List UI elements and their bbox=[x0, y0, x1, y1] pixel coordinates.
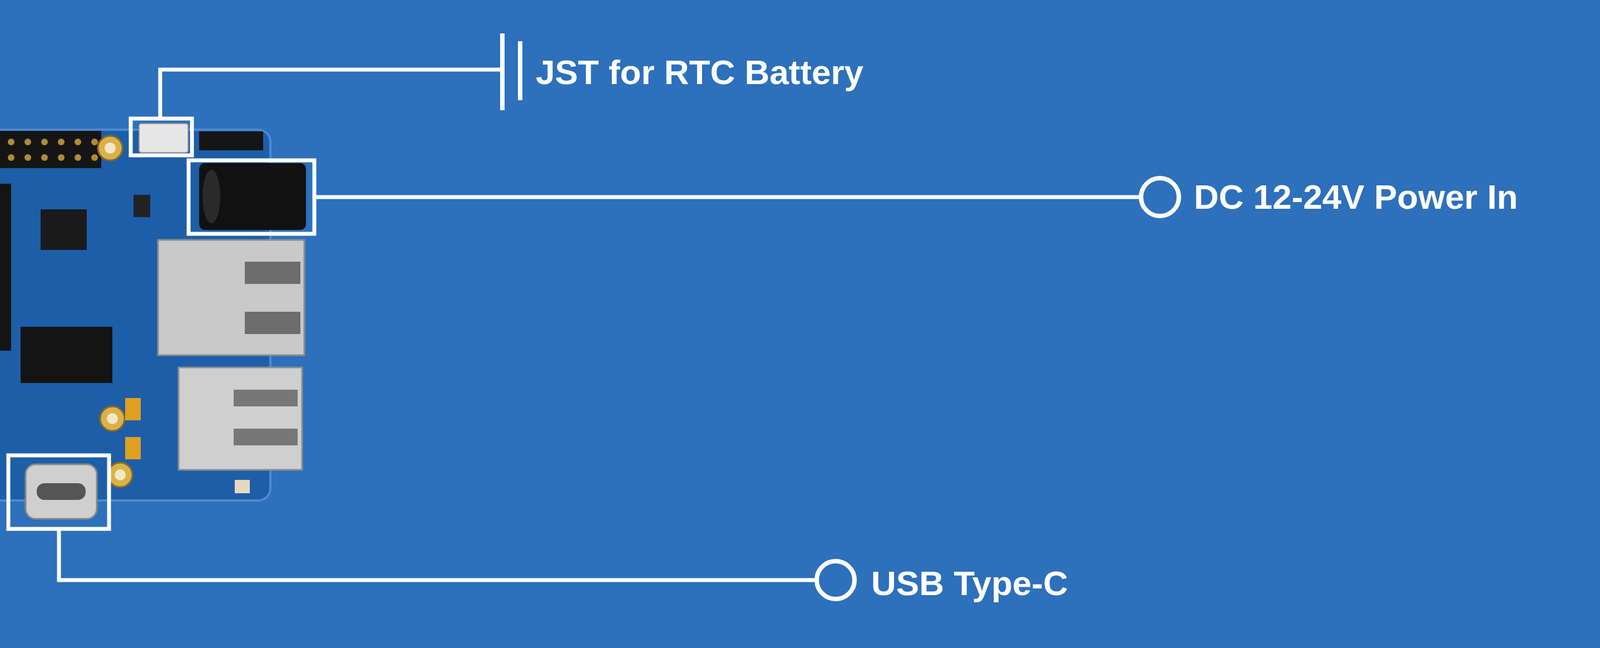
rj45-slot bbox=[244, 311, 301, 334]
header-pins bbox=[7, 138, 98, 161]
dc-jack-face bbox=[202, 169, 221, 224]
pin-header bbox=[0, 130, 102, 169]
ram-chip bbox=[20, 326, 113, 383]
terminal-circle bbox=[816, 178, 1179, 599]
soc-chip bbox=[0, 183, 12, 351]
usb-a-slot bbox=[233, 428, 298, 446]
usb-a-slot bbox=[233, 389, 298, 407]
led bbox=[234, 479, 250, 493]
usb-a-port bbox=[178, 367, 303, 470]
highlight-box bbox=[8, 118, 315, 529]
callout-label: DC 12-24V Power In bbox=[1193, 176, 1518, 217]
jst-connector bbox=[139, 123, 189, 153]
rj45-jack bbox=[157, 239, 305, 355]
usb-c-slot bbox=[36, 482, 86, 500]
rj45-slot bbox=[244, 261, 301, 284]
leader-line bbox=[58, 69, 1141, 580]
small-header bbox=[199, 131, 264, 151]
ic-chip bbox=[133, 194, 151, 217]
dc-jack bbox=[199, 163, 306, 230]
callout-label: JST for RTC Battery bbox=[535, 52, 864, 92]
callout-label: USB Type-C bbox=[871, 563, 1069, 603]
capacitor bbox=[125, 397, 141, 421]
capacitor bbox=[125, 436, 141, 459]
ic-chip bbox=[40, 209, 87, 250]
mounting-hole bbox=[97, 135, 133, 487]
usb-c-port bbox=[25, 463, 97, 519]
battery-symbol bbox=[502, 33, 521, 111]
hole-center bbox=[104, 142, 126, 481]
